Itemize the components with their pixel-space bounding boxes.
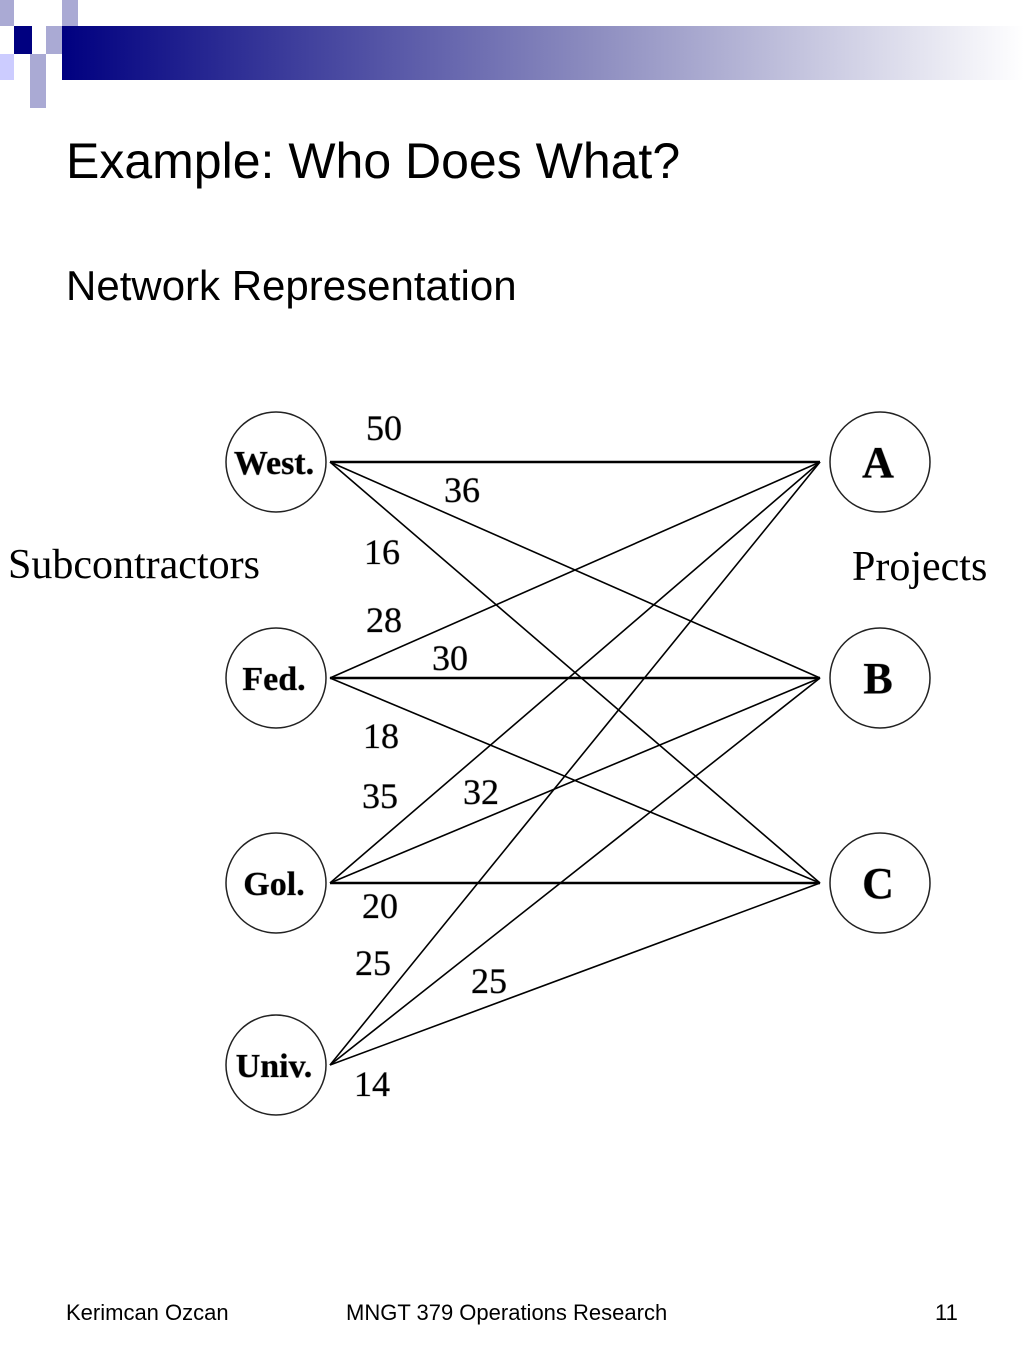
header-square <box>30 80 46 108</box>
edge-cost-label: 25 <box>355 943 391 983</box>
subcontractor-node <box>225 1014 327 1116</box>
edge-line <box>329 882 821 1066</box>
edge-line <box>329 677 821 884</box>
cost-label-layer: 50 36 16 28 30 18 35 32 20 25 25 14 <box>354 408 508 1105</box>
subcontractor-node <box>225 832 327 934</box>
project-node <box>829 411 931 513</box>
slide-subtitle: Network Representation <box>66 262 517 309</box>
subcontractor-node <box>225 411 327 513</box>
project-node <box>829 627 931 729</box>
project-node <box>829 832 931 934</box>
header-gradient-bar <box>62 26 1024 80</box>
header-square <box>0 54 14 80</box>
project-node-label: A <box>862 438 894 487</box>
slide-title: Example: Who Does What? <box>66 133 681 189</box>
edge-cost-label: 18 <box>363 716 399 756</box>
edge-cost-label: 50 <box>366 408 402 448</box>
edge-cost-label: 16 <box>364 532 400 572</box>
header-square <box>62 0 78 26</box>
subcontractor-node <box>225 627 327 729</box>
edge-line <box>329 461 821 1066</box>
project-node-label: C <box>862 859 894 908</box>
header-square <box>46 26 62 54</box>
edge-cost-label: 25 <box>471 961 507 1001</box>
edge-cost-label: 30 <box>432 638 468 678</box>
footer-author: Kerimcan Ozcan <box>66 1300 229 1325</box>
subcontractor-node-label: Gol. <box>243 866 304 903</box>
edge-cost-label: 14 <box>354 1064 390 1104</box>
subcontractor-node-label: Univ. <box>236 1048 313 1085</box>
edge-cost-label: 20 <box>362 886 398 926</box>
edge-line <box>329 677 821 1066</box>
project-node-label: B <box>863 654 892 703</box>
header-decoration <box>0 0 1024 108</box>
edge-cost-label: 32 <box>463 772 499 812</box>
edge-line <box>329 461 821 679</box>
header-square <box>0 0 14 26</box>
subcontractor-node-label: Fed. <box>242 661 305 698</box>
subcontractors-group-label: Subcontractors <box>8 542 260 588</box>
footer-page-number: 11 <box>935 1300 958 1325</box>
header-square <box>30 54 46 80</box>
footer-course: MNGT 379 Operations Research <box>346 1300 668 1325</box>
edge-line <box>329 461 821 884</box>
subcontractor-node-label: West. <box>234 445 314 482</box>
edge-cost-label: 35 <box>362 776 398 816</box>
header-square <box>14 26 32 54</box>
projects-group-label: Projects <box>852 544 987 590</box>
node-layer: West. Fed. Gol. Univ. A B C <box>225 411 931 1116</box>
edge-cost-label: 36 <box>444 470 480 510</box>
edge-cost-label: 28 <box>366 600 402 640</box>
edge-layer <box>329 460 821 1066</box>
